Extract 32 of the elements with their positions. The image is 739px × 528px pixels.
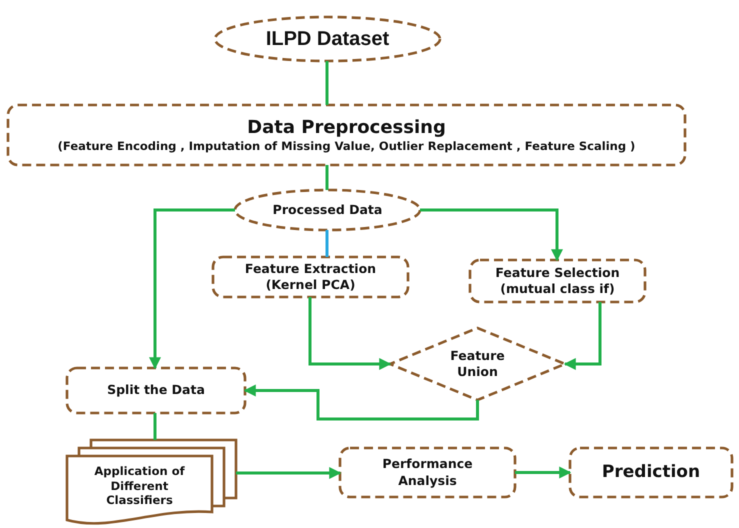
connector-line [326,61,328,105]
connector-line [326,230,328,257]
node-label: Feature Union [449,348,506,380]
multi-document-shape [67,440,236,526]
process-box [470,260,645,302]
terminal-ellipse [215,17,440,61]
process-box [570,448,732,497]
node-label: Application of Different Classifiers [93,464,186,508]
decision-diamond [390,328,565,400]
node-label: Feature Extraction (Kernel PCA) [244,260,378,294]
arrow [244,384,479,420]
arrow [564,302,602,370]
node-label: Performance Analysis [381,456,474,489]
node-label: Processed Data [272,202,382,218]
arrow [236,467,342,479]
connector-line [154,413,156,440]
node-description: (Feature Encoding , Imputation of Missing Value, Outlier Replacement , Feature Scaling ) [58,139,636,154]
arrow [308,297,392,370]
node-label: Feature Selection (mutual class if) [494,264,621,298]
node-label: Prediction [602,461,700,484]
arrow [515,466,572,478]
arrow [420,208,563,262]
node-label: Data Preprocessing [247,116,446,140]
arrow [149,208,235,370]
process-box [8,105,685,165]
node-label: ILPD Dataset [266,27,390,52]
connector-line [326,165,328,190]
node-label: Split the Data [107,382,205,399]
process-box [213,257,408,297]
process-box [340,448,515,497]
process-box [67,368,245,413]
terminal-ellipse [235,190,420,230]
